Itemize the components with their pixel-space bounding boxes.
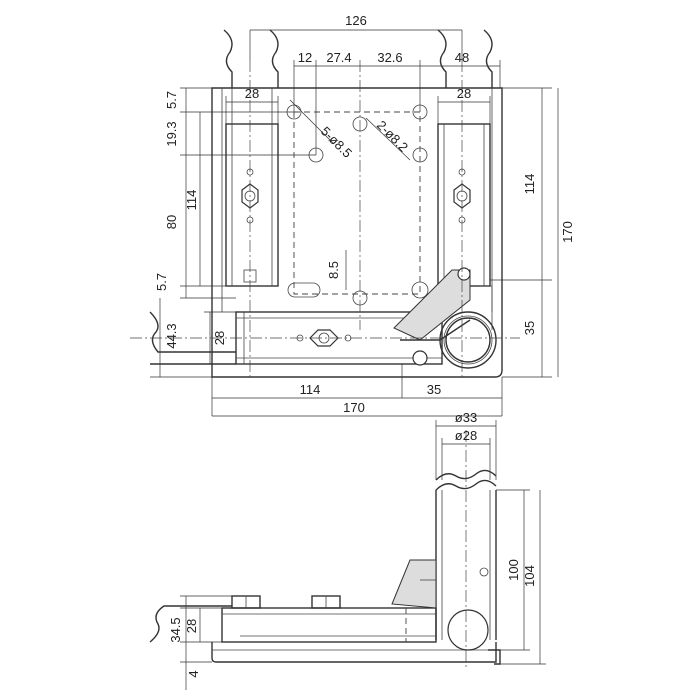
hole-note-2: 2-ø8.2 [374, 118, 411, 155]
dim-side-channel-height: 28 [184, 619, 199, 633]
dim-pitch-b: 27.4 [326, 50, 351, 65]
hole-note-1: 5-ø8.5 [318, 124, 355, 161]
dim-base-offset: 44.3 [164, 323, 179, 348]
top-plate-outline [211, 87, 503, 378]
dim-top-offset: 5.7 [164, 91, 179, 109]
dim-bottom-offset: 5.7 [154, 273, 169, 291]
dim-slot-span: 80 [164, 215, 179, 229]
dim-overall-height: 170 [560, 221, 575, 243]
dim-channel-length: 114 [184, 190, 199, 211]
dim-pipe-length: 100 [506, 559, 521, 581]
side-view-dimensions: ø33 ø28 100 104 34.5 28 4 [168, 410, 537, 678]
right-channel [437, 29, 493, 287]
dim-left-channel-width: 28 [245, 86, 259, 101]
hole-pattern-outline [293, 111, 421, 295]
side-hinge [391, 559, 437, 609]
dim-base-channel-height: 28 [212, 331, 227, 345]
dim-right-channel-width: 28 [457, 86, 471, 101]
top-view-dimensions: 126 12 27.4 32.6 48 28 28 5.7 19.3 80 11… [154, 13, 575, 415]
dim-pipe-outer-dia: ø33 [455, 410, 477, 425]
dim-right-height: 114 [522, 174, 537, 195]
dim-side-overall-height: 104 [522, 565, 537, 587]
dim-slot-width: 8.5 [326, 261, 341, 279]
top-view: 126 12 27.4 32.6 48 28 28 5.7 19.3 80 11… [130, 13, 575, 417]
dim-base-height: 34.5 [168, 617, 183, 642]
side-bottom-plate [211, 642, 497, 663]
dim-pipe-offset: 35 [522, 321, 537, 335]
dim-pitch-d: 48 [455, 50, 469, 65]
dim-bottom-length: 114 [300, 382, 321, 397]
side-view: ø33 ø28 100 104 34.5 28 4 [149, 410, 546, 690]
dim-overall-top-width: 126 [345, 13, 367, 28]
round-pipe-top [439, 311, 497, 369]
dim-pitch-a: 12 [298, 50, 312, 65]
dim-bottom-pipe-offset: 35 [427, 382, 441, 397]
left-channel [223, 29, 279, 287]
dim-pipe-inner-dia: ø28 [455, 428, 477, 443]
side-base-channel [149, 595, 437, 643]
corner-hinge [393, 267, 493, 366]
dim-overall-width: 170 [343, 400, 365, 415]
dim-plate-thickness: 4 [186, 670, 201, 677]
dim-pitch-c: 32.6 [377, 50, 402, 65]
dim-hole-offset: 19.3 [164, 121, 179, 146]
mounting-holes [286, 104, 429, 306]
